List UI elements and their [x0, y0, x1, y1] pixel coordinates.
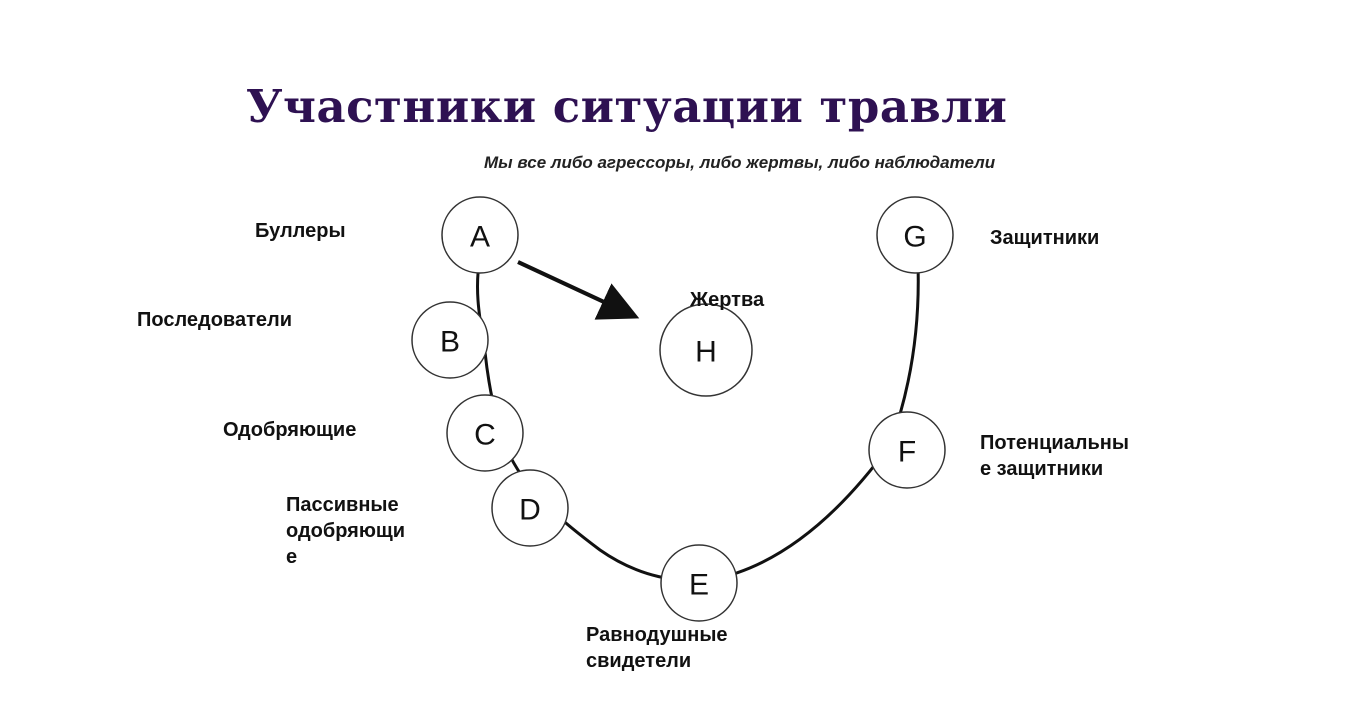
node-b-letter: B [440, 326, 460, 359]
label-supporters: Одобряющие [223, 419, 357, 441]
arrow-a-to-h [517, 260, 640, 320]
label-potential-defenders: Потенциальны е защитники [980, 432, 1129, 480]
label-passive-supporters: Пассивные одобряющи е [286, 494, 406, 568]
node-b: B [411, 301, 489, 379]
label-victim: Жертва [690, 289, 765, 311]
node-g-letter: G [903, 221, 926, 254]
node-h: H [659, 303, 753, 397]
node-e: E [660, 544, 738, 622]
node-d-letter: D [519, 494, 541, 527]
node-g: G [876, 196, 954, 274]
label-indifferent-witnesses: Равнодушные свидетели [586, 624, 728, 672]
node-a: A [441, 196, 519, 274]
node-h-letter: H [695, 336, 717, 369]
node-d: D [491, 469, 569, 547]
label-defenders: Защитники [990, 227, 1100, 249]
node-c: C [446, 394, 524, 472]
diagram-subtitle: Мы все либо агрессоры, либо жертвы, либо… [484, 153, 996, 172]
diagram-title: Участники ситуации травли [246, 80, 1008, 133]
label-followers: Последователи [137, 309, 292, 331]
node-a-letter: A [470, 221, 490, 254]
node-f: F [868, 411, 946, 489]
node-f-letter: F [898, 436, 916, 469]
node-e-letter: E [689, 569, 709, 602]
label-bullies: Буллеры [255, 220, 346, 242]
node-c-letter: C [474, 419, 496, 452]
